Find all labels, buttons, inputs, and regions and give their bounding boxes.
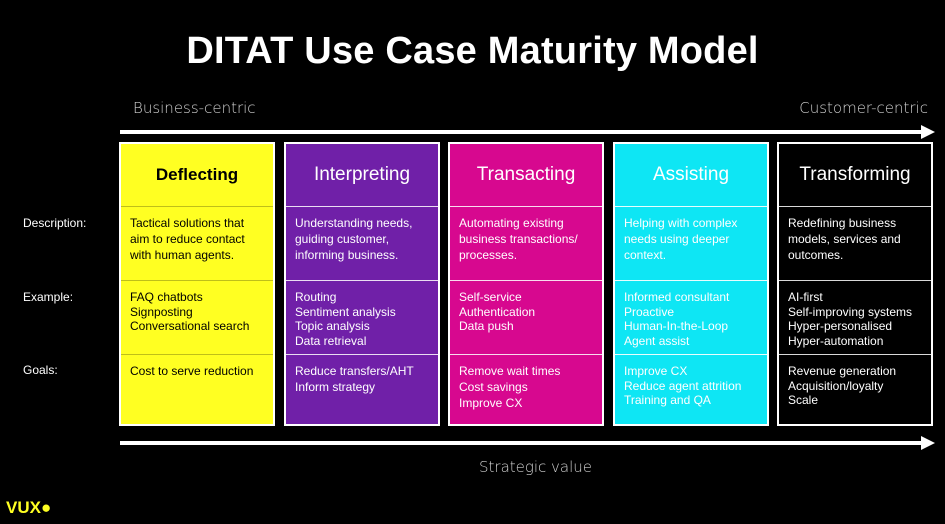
example-item: Signposting (130, 304, 193, 319)
example-item: Data push (459, 319, 514, 333)
example-item: Human-In-the-Loop (624, 319, 729, 333)
arrow-head-icon (921, 436, 935, 450)
column-goals: Reduce transfers/AHT Inform strategy (286, 354, 438, 426)
column-examples: Self-service Authentication Data push (450, 280, 602, 354)
goal-item: Cost to serve reduction (130, 364, 254, 378)
example-item: Data retrieval (295, 333, 367, 348)
column-description: Tactical solutions that aim to reduce co… (121, 206, 273, 280)
goal-item: Improve CX (459, 396, 523, 410)
column-title: Deflecting (155, 165, 239, 184)
example-item: Authentication (459, 304, 536, 319)
bottom-arrow (120, 436, 935, 450)
arrow-head-icon (921, 125, 935, 139)
customer-centric-label: Customer-centric (799, 99, 928, 117)
example-item: Proactive (624, 304, 675, 319)
top-arrow (120, 125, 935, 139)
example-item: Self-service (459, 290, 522, 304)
column-title: Transacting (476, 164, 576, 185)
column-title: Transforming (799, 164, 911, 185)
example-item: Routing (295, 290, 337, 304)
goal-item: Acquisition/loyalty (788, 378, 884, 393)
column-transacting: Transacting Automating existing business… (448, 142, 604, 426)
goal-item: Reduce agent attrition (624, 378, 742, 393)
row-label-description: Description: (23, 216, 87, 230)
business-centric-label: Business-centric (133, 99, 256, 117)
goal-item: Cost savings (459, 380, 528, 394)
column-examples: FAQ chatbots Signposting Conversational … (121, 280, 273, 354)
column-goals: Remove wait times Cost savings Improve C… (450, 354, 602, 426)
example-item: Hyper-personalised (788, 319, 893, 333)
column-description: Helping with complex needs using deeper … (615, 206, 767, 280)
column-examples: Informed consultant Proactive Human-In-t… (615, 280, 767, 354)
goal-item: Remove wait times (459, 364, 561, 378)
column-title: Interpreting (313, 164, 411, 185)
example-item: Hyper-automation (788, 333, 884, 348)
row-label-example: Example: (23, 290, 74, 304)
row-label-goals: Goals: (23, 363, 58, 377)
column-interpreting: Interpreting Understanding needs, guidin… (284, 142, 440, 426)
column-examples: AI-first Self-improving systems Hyper-pe… (779, 280, 931, 354)
example-item: Self-improving systems (788, 304, 913, 319)
goal-item: Improve CX (624, 364, 688, 378)
example-item: Topic analysis (295, 319, 370, 333)
column-deflecting: Deflecting Tactical solutions that aim t… (119, 142, 275, 426)
example-item: AI-first (788, 290, 823, 304)
column-description: Automating existing business transaction… (450, 206, 602, 280)
strategic-value-label: Strategic value (479, 458, 593, 476)
column-goals: Revenue generation Acquisition/loyalty S… (779, 354, 931, 426)
example-item: Agent assist (624, 333, 690, 348)
goal-item: Scale (788, 393, 819, 407)
column-description: Understanding needs, guiding customer, i… (286, 206, 438, 280)
column-title: Assisting (652, 164, 730, 185)
example-item: Sentiment analysis (295, 304, 396, 319)
example-item: FAQ chatbots (130, 290, 203, 304)
vux-logo: VUX● (6, 498, 52, 517)
column-assisting: Assisting Helping with complex needs usi… (613, 142, 769, 426)
column-examples: Routing Sentiment analysis Topic analysi… (286, 280, 438, 354)
goal-item: Reduce transfers/AHT (295, 364, 414, 378)
goal-item: Inform strategy (295, 380, 376, 394)
example-item: Conversational search (130, 319, 250, 333)
column-goals: Cost to serve reduction (121, 354, 273, 426)
column-goals: Improve CX Reduce agent attrition Traini… (615, 354, 767, 426)
column-description: Redefining business models, services and… (779, 206, 931, 280)
column-transforming: Transforming Redefining business models,… (777, 142, 933, 426)
goal-item: Revenue generation (788, 364, 897, 378)
page-title: DITAT Use Case Maturity Model (186, 30, 759, 72)
example-item: Informed consultant (624, 290, 730, 304)
goal-item: Training and QA (624, 393, 711, 407)
